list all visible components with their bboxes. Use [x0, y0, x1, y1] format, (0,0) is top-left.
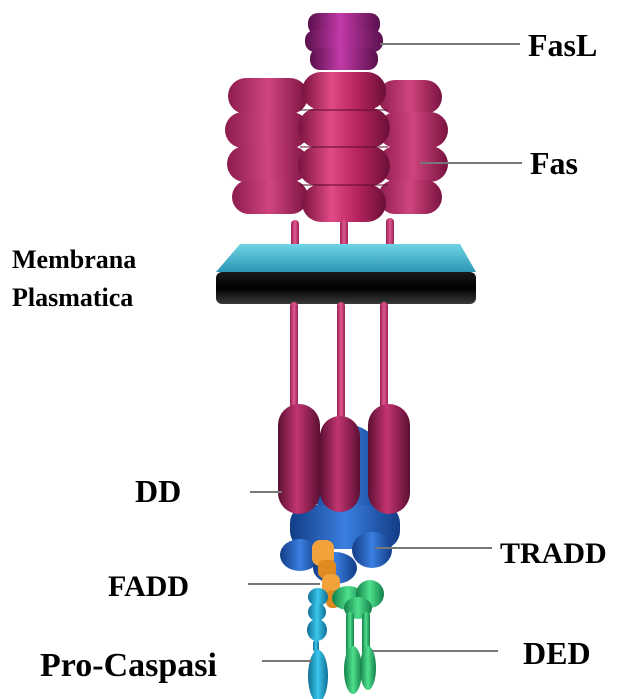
plasma-membrane [216, 244, 476, 304]
label-dd: DD [135, 473, 181, 509]
death-domains [278, 404, 410, 514]
fas-receptor [225, 72, 448, 222]
label-membrane-line1: Membrana [12, 245, 136, 274]
fasl-ligand [305, 13, 383, 70]
label-tradd: TRADD [500, 537, 607, 570]
label-membrane-line2: Plasmatica [12, 283, 133, 312]
label-procaspasi: Pro-Caspasi [40, 647, 217, 684]
label-fasl: FasL [528, 27, 597, 63]
procaspase-protein [307, 588, 328, 699]
label-fadd: FADD [108, 570, 189, 603]
label-fas: Fas [530, 145, 578, 181]
label-ded: DED [523, 635, 591, 671]
fas-lower-stalks [290, 302, 388, 420]
ded-protein [332, 580, 384, 694]
